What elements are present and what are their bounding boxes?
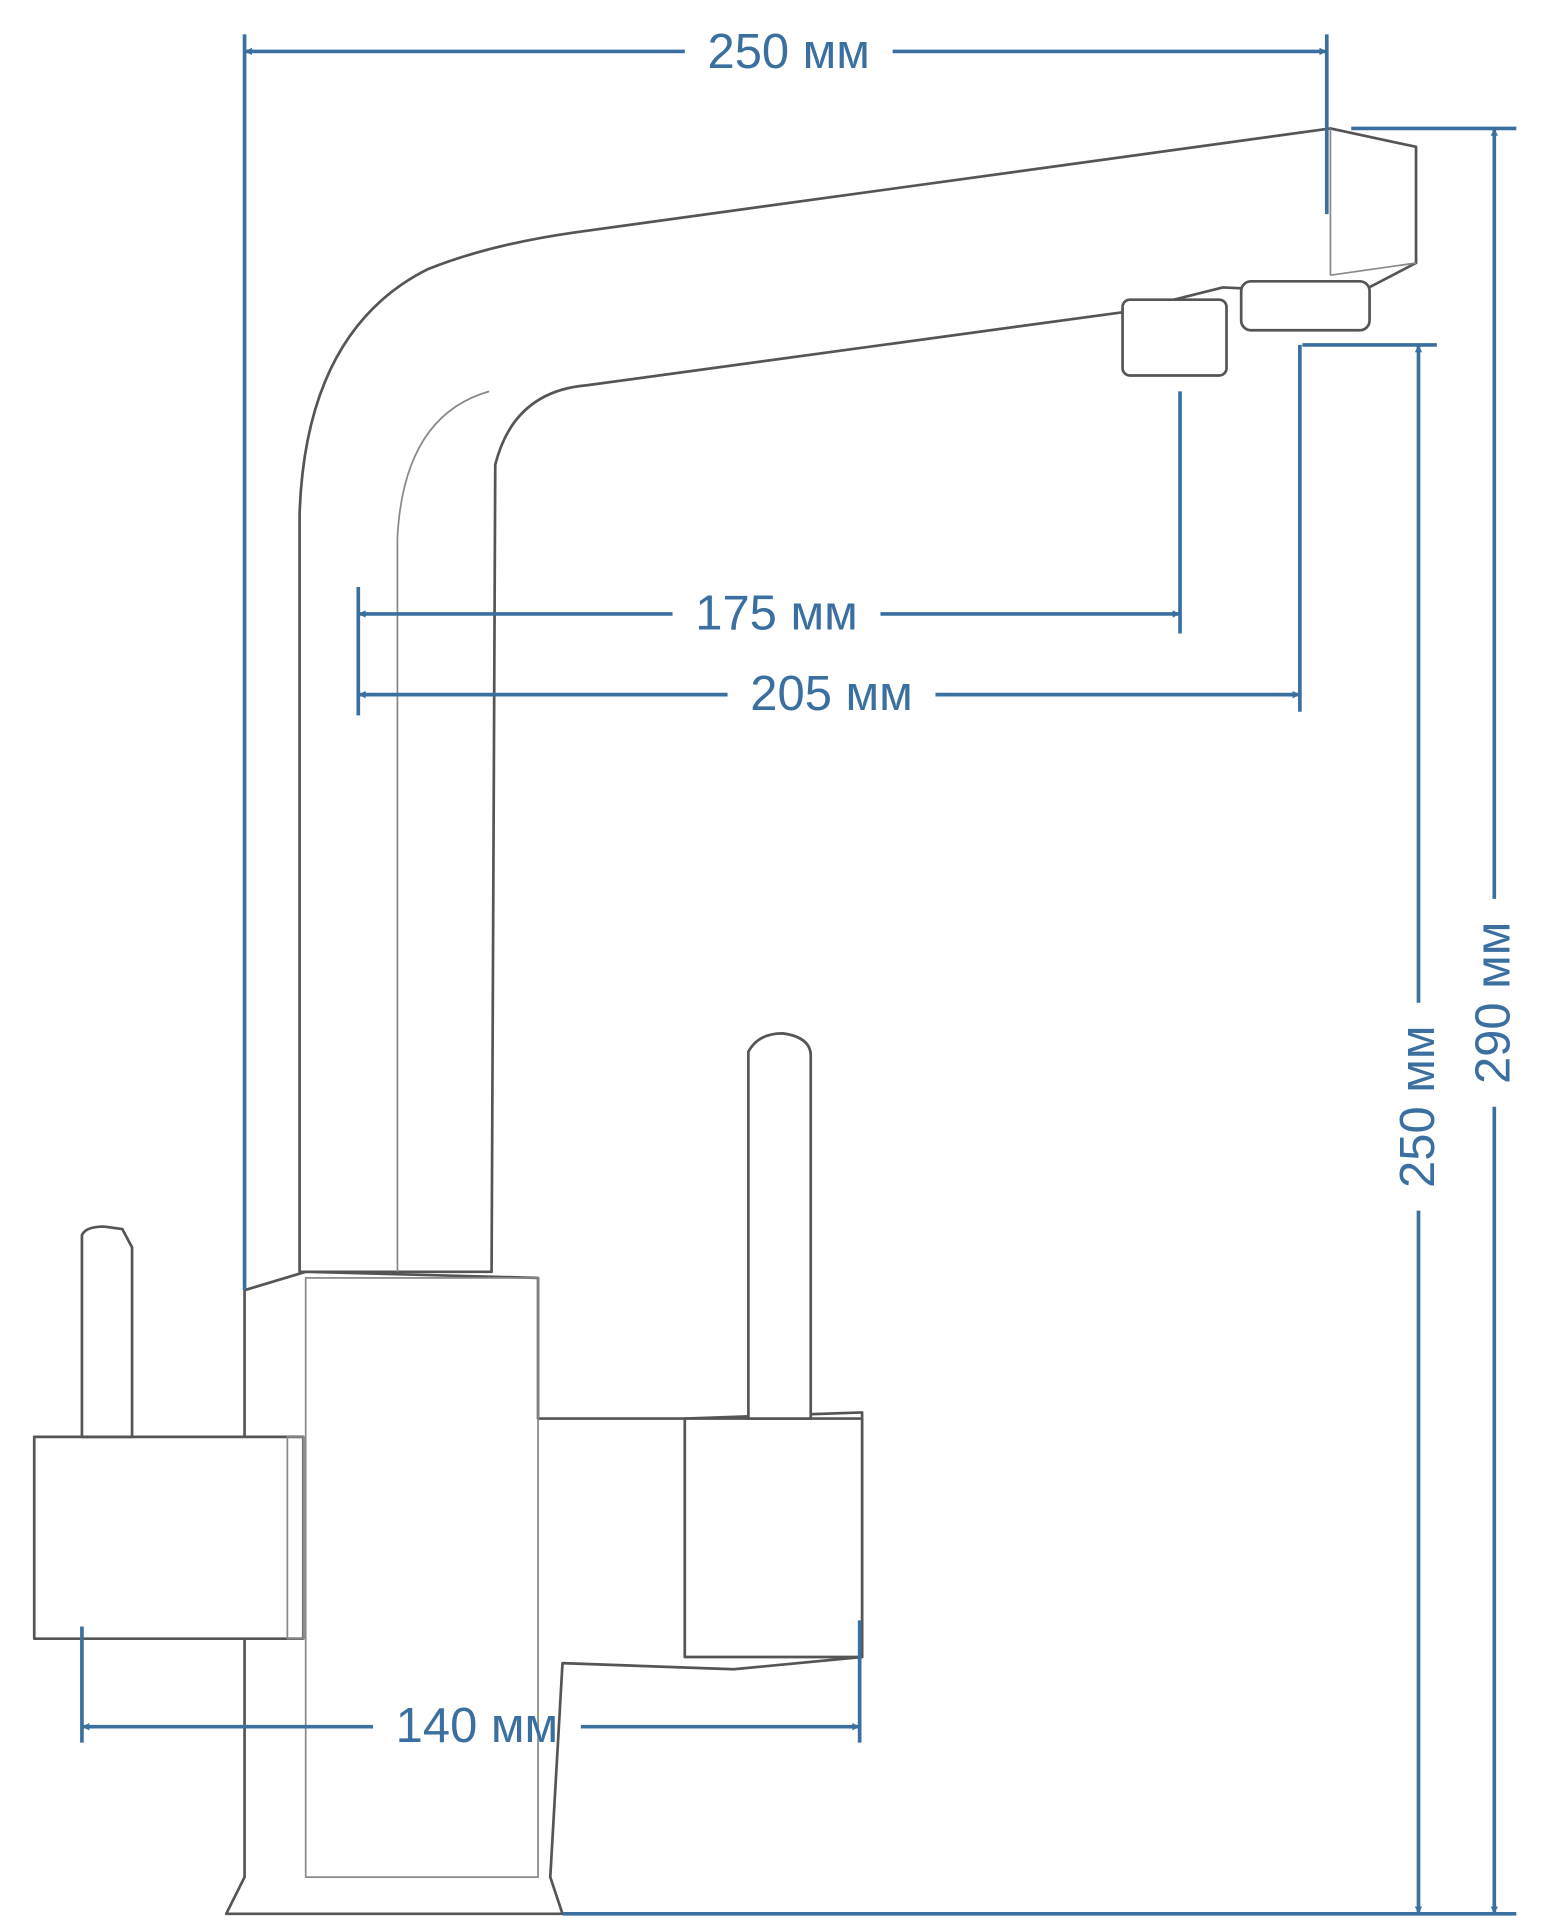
- faucet-outline: [32, 127, 1418, 1916]
- main-aerator: [1239, 279, 1371, 332]
- main-spout-reach-label: 205 мм: [750, 667, 912, 721]
- spout-height-label: 250 мм: [1391, 1026, 1445, 1188]
- right-handle: [747, 1032, 813, 1420]
- spout: [298, 127, 1418, 1274]
- left-valve-block: [32, 1435, 305, 1641]
- dimension-lines: [80, 34, 1517, 1916]
- overall-height-label: 290 мм: [1467, 922, 1521, 1084]
- filter-aerator: [1121, 298, 1228, 377]
- right-valve-block: [683, 1417, 864, 1659]
- filter-spout-reach-label: 175 мм: [695, 586, 857, 640]
- left-handle: [80, 1225, 134, 1439]
- overall-width-label: 250 мм: [708, 25, 870, 79]
- base-width-label: 140 мм: [396, 1699, 558, 1753]
